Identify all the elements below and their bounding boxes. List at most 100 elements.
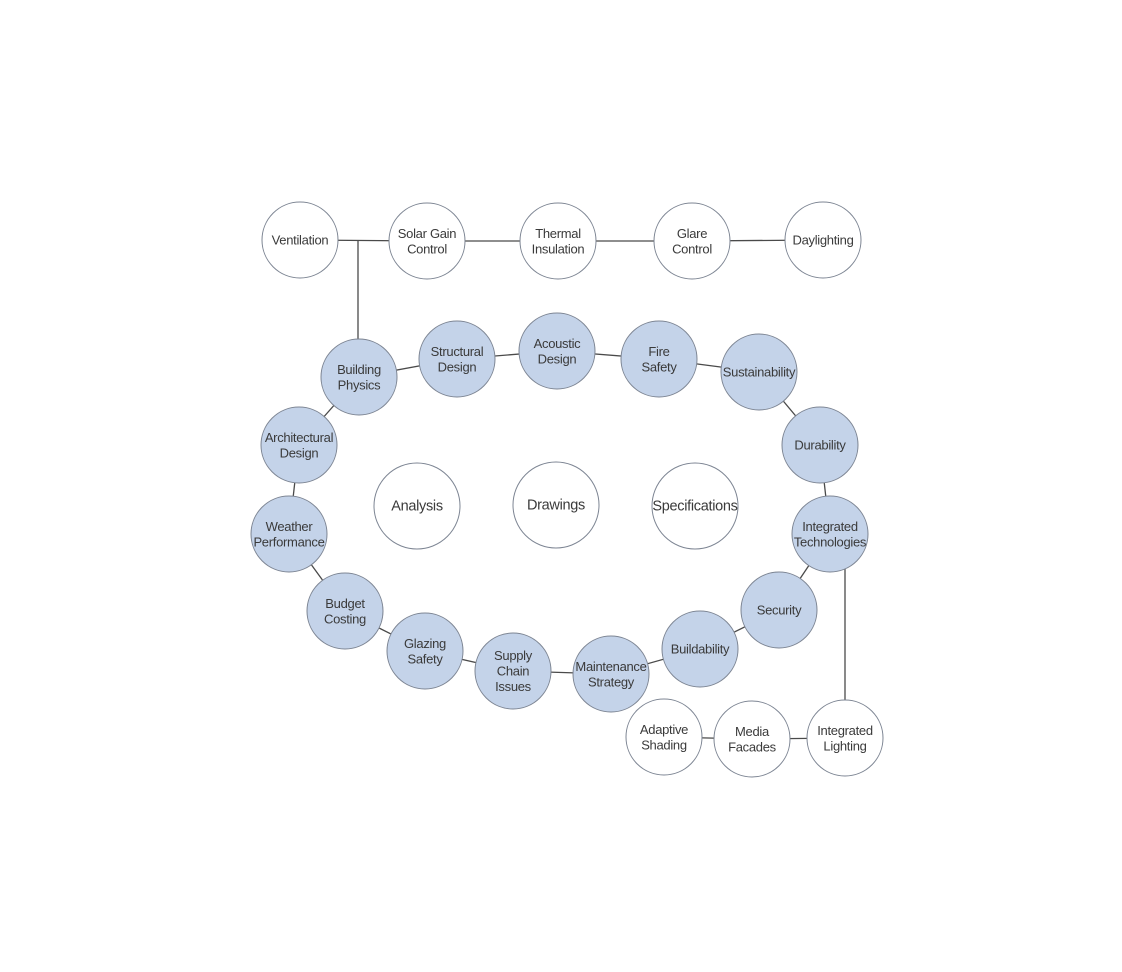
node-circle	[260, 406, 338, 484]
node-circle	[740, 571, 818, 649]
node-circle	[418, 320, 496, 398]
node-label-line: Supply	[494, 648, 533, 663]
node-label: Analysis	[391, 499, 443, 515]
node-circle	[386, 612, 464, 690]
node-circle	[474, 632, 552, 710]
node-label: Sustainability	[723, 365, 796, 380]
node-label-line: Analysis	[391, 499, 443, 515]
node-label-line: Strategy	[588, 674, 635, 689]
node-circle	[713, 700, 791, 778]
node-label-line: Physics	[338, 377, 381, 392]
node-circle	[572, 635, 650, 713]
node-label-line: Weather	[266, 519, 314, 534]
node-circle	[320, 338, 398, 416]
node-buildability: Buildability	[661, 610, 739, 688]
node-circle	[791, 495, 869, 573]
node-circle	[625, 698, 703, 776]
node-label-line: Integrated	[802, 519, 858, 534]
node-label-line: Shading	[641, 737, 687, 752]
node-label-line: Glare	[677, 226, 707, 241]
node-circle	[651, 462, 739, 550]
node-label-line: Glazing	[404, 636, 446, 651]
node-label: Ventilation	[272, 233, 329, 248]
node-specifications: Specifications	[651, 462, 739, 550]
node-label-line: Drawings	[527, 498, 585, 514]
node-label-line: Buildability	[671, 642, 730, 657]
node-daylighting: Daylighting	[784, 201, 862, 279]
node-label-line: Fire	[648, 344, 669, 359]
node-label-line: Costing	[324, 611, 366, 626]
node-circle	[653, 202, 731, 280]
node-label-line: Integrated	[817, 723, 873, 738]
node-circle	[250, 495, 328, 573]
node-label-line: Specifications	[652, 499, 737, 515]
node-label-line: Daylighting	[792, 233, 853, 248]
node-label-line: Safety	[407, 651, 443, 666]
node-label: Specifications	[652, 499, 737, 515]
node-label-line: Design	[280, 445, 319, 460]
node-durability: Durability	[781, 406, 859, 484]
node-label-line: Technologies	[794, 534, 867, 549]
node-analysis: Analysis	[373, 462, 461, 550]
node-label-line: Control	[672, 241, 712, 256]
node-label-line: Design	[538, 351, 577, 366]
node-circle	[720, 333, 798, 411]
node-label-line: Media	[735, 724, 770, 739]
node-label-line: Issues	[495, 679, 532, 694]
node-label-line: Architectural	[265, 430, 334, 445]
node-circle	[806, 699, 884, 777]
node-circle	[388, 202, 466, 280]
node-label: Durability	[794, 438, 846, 453]
node-label-line: Sustainability	[723, 365, 796, 380]
node-label-line: Lighting	[823, 738, 866, 753]
node-label-line: Design	[438, 359, 477, 374]
node-circle	[781, 406, 859, 484]
node-label-line: Acoustic	[534, 336, 582, 351]
node-label-line: Durability	[794, 438, 846, 453]
node-label: Drawings	[527, 498, 585, 514]
node-circle	[306, 572, 384, 650]
node-circle	[519, 202, 597, 280]
node-circle	[620, 320, 698, 398]
node-circle	[373, 462, 461, 550]
node-security: Security	[740, 571, 818, 649]
node-label-line: Insulation	[532, 241, 585, 256]
node-label-line: Facades	[728, 739, 777, 754]
node-label-line: Maintenance	[575, 659, 646, 674]
node-drawings: Drawings	[512, 461, 600, 549]
node-label-line: Security	[757, 603, 802, 618]
node-label-line: Structural	[431, 344, 484, 359]
node-ventilation: Ventilation	[261, 201, 339, 279]
node-label-line: Building	[337, 362, 381, 377]
